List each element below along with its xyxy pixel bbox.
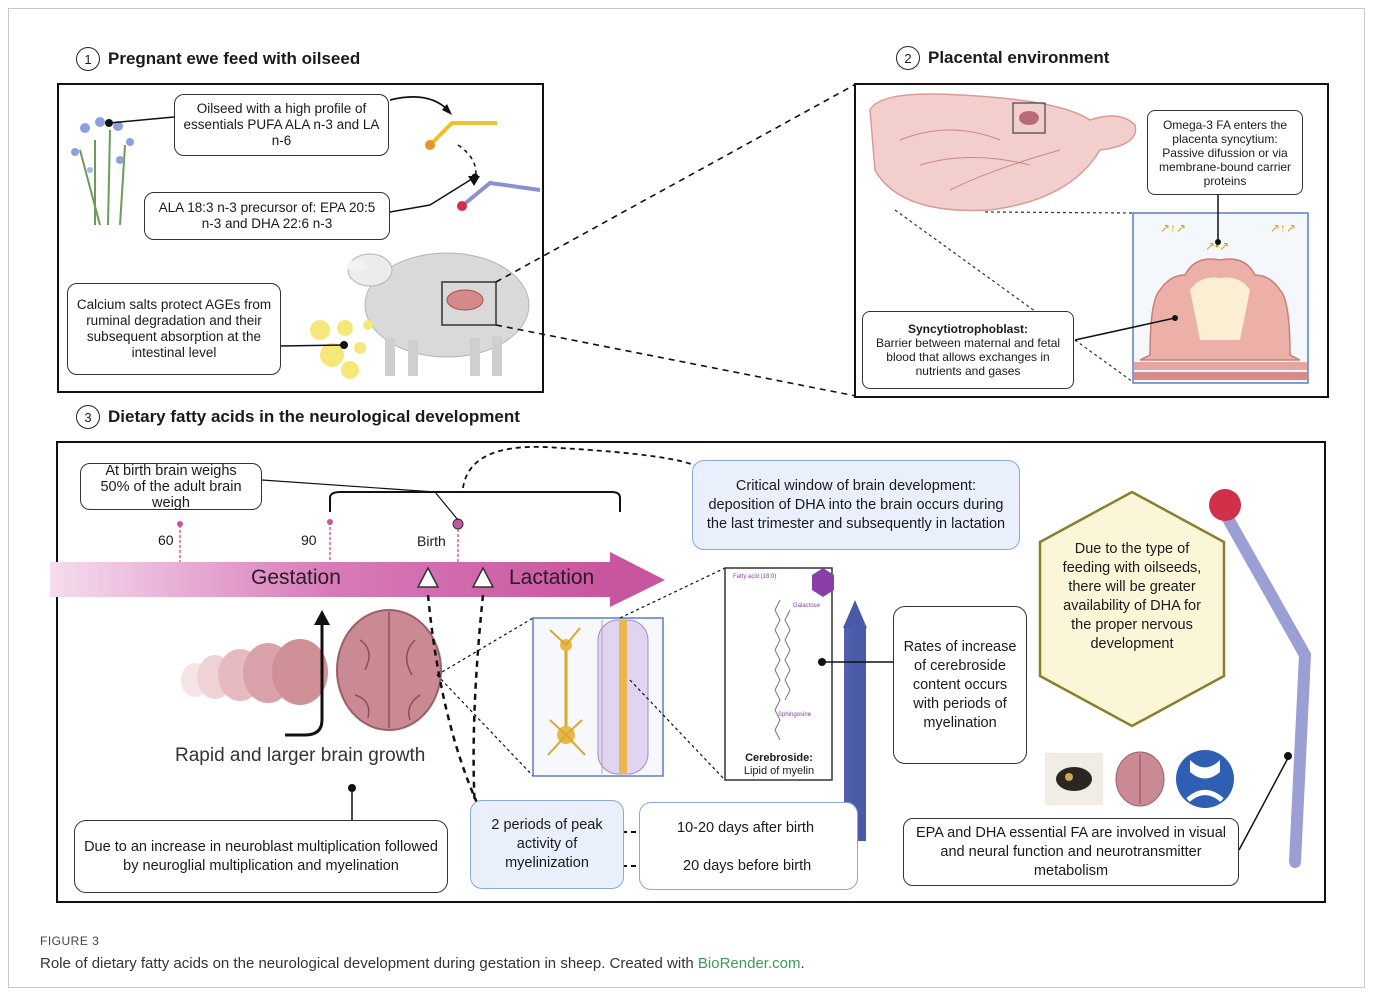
brain-growth-icon bbox=[181, 639, 328, 705]
section-1-label: Pregnant ewe feed with oilseed bbox=[108, 49, 361, 68]
cerebroside-subtitle: Lipid of myelin bbox=[743, 765, 815, 777]
section-3-label: Dietary fatty acids in the neurological … bbox=[108, 407, 520, 426]
hexagon-text: Due to the type of feeding with oilseeds… bbox=[1062, 541, 1202, 652]
after-birth-label: 10-20 days after birth bbox=[677, 820, 815, 836]
svg-text:↗↑↗: ↗↑↗ bbox=[1160, 221, 1186, 235]
section-1-number: 1 bbox=[76, 47, 100, 71]
gestation-label: Gestation bbox=[251, 566, 341, 589]
critical-window-box: Critical window of brain development: de… bbox=[692, 460, 1020, 550]
ala-fatty-acid-icon bbox=[457, 180, 541, 211]
la-fatty-acid-icon bbox=[425, 121, 497, 150]
caption-text: Role of dietary fatty acids on the neuro… bbox=[40, 955, 698, 972]
biorender-link[interactable]: BioRender.com bbox=[697, 955, 801, 972]
cerebroside-structure-icon bbox=[724, 567, 834, 781]
figure-frame bbox=[8, 8, 1365, 988]
small-brain-icon bbox=[1115, 751, 1165, 807]
figure-label: FIGURE 3 bbox=[40, 934, 100, 948]
placenta-illustration bbox=[869, 93, 1137, 212]
cerebroside-galactose-label: Galactose bbox=[793, 603, 821, 609]
section-2-label: Placental environment bbox=[928, 48, 1110, 67]
section-2-number: 2 bbox=[896, 46, 920, 70]
lactation-label: Lactation bbox=[509, 566, 595, 589]
neuron-myelin-icon bbox=[532, 617, 664, 777]
birth-brain-weight-box: At birth brain weighs 50% of the adult b… bbox=[80, 463, 262, 511]
cerebroside-sphingosine-label: Sphingosine bbox=[778, 712, 812, 718]
cerebroside-title: Cerebroside: bbox=[745, 752, 813, 764]
sheep-icon bbox=[347, 252, 530, 376]
cerebroside-fatty-acid-label: Fatty acid (18:0) bbox=[733, 574, 777, 580]
dha-hexagon bbox=[1038, 490, 1226, 728]
flax-plant-icon bbox=[71, 117, 134, 226]
section-3-number: 3 bbox=[76, 405, 100, 429]
calcium-salts-box: Calcium salts protect AGEs from ruminal … bbox=[67, 283, 281, 375]
brain-icon bbox=[336, 609, 442, 731]
syncytiotrophoblast-box: Syncytiotrophoblast: Barrier between mat… bbox=[862, 311, 1074, 389]
eye-icon bbox=[1045, 753, 1103, 805]
calcium-salts-icon bbox=[310, 320, 373, 379]
timeline-arrow bbox=[50, 552, 665, 607]
svg-text:↗↑↗: ↗↑↗ bbox=[1270, 221, 1296, 235]
tick-label-60: 60 bbox=[158, 532, 174, 548]
section-1-title: 1 Pregnant ewe feed with oilseed bbox=[76, 47, 360, 71]
tick-label-birth: Birth bbox=[417, 533, 446, 549]
synapse-icon bbox=[1176, 750, 1234, 808]
syncytiotrophoblast-title: Syncytiotrophoblast: bbox=[907, 322, 1028, 336]
caption-end: . bbox=[800, 955, 805, 972]
cerebroside-caption: Cerebroside: Lipid of myelin bbox=[727, 752, 831, 778]
section-3-title: 3 Dietary fatty acids in the neurologica… bbox=[76, 405, 520, 429]
rapid-growth-label: Rapid and larger brain growth bbox=[175, 745, 426, 766]
syncytium-detail: ↗↑↗ ↗↑↗ ↗•↗ bbox=[1132, 212, 1309, 384]
cerebroside-rates-box: Rates of increase of cerebroside content… bbox=[893, 606, 1027, 764]
syncytiotrophoblast-text: Barrier between maternal and fetal blood… bbox=[875, 336, 1061, 378]
ala-precursor-box: ALA 18:3 n-3 precursor of: EPA 20:5 n-3 … bbox=[144, 192, 390, 240]
figure-caption: Role of dietary fatty acids on the neuro… bbox=[40, 955, 805, 972]
epa-dha-function-box: EPA and DHA essential FA are involved in… bbox=[903, 818, 1239, 886]
section-2-title: 2 Placental environment bbox=[896, 46, 1109, 70]
myelinization-periods-box bbox=[639, 802, 858, 890]
neuroblast-box: Due to an increase in neuroblast multipl… bbox=[74, 820, 448, 893]
before-birth-label: 20 days before birth bbox=[683, 858, 812, 874]
svg-text:↗•↗: ↗•↗ bbox=[1205, 239, 1229, 253]
dha-molecule-icon bbox=[1209, 489, 1312, 868]
peak-myelinization-box: 2 periods of peak activity of myelinizat… bbox=[470, 800, 624, 889]
tick-label-90: 90 bbox=[301, 532, 317, 548]
oilseed-profile-box: Oilseed with a high profile of essential… bbox=[174, 94, 389, 156]
omega3-entry-box: Omega-3 FA enters the placenta syncytium… bbox=[1147, 110, 1303, 195]
